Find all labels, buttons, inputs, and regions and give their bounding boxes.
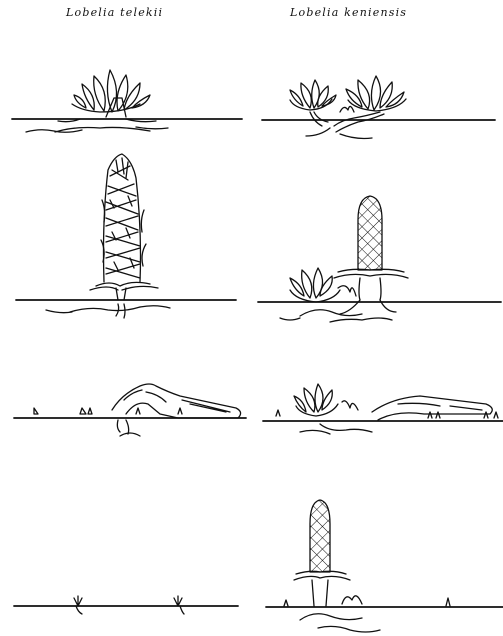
rosette-keniensis-r1-right	[346, 76, 406, 111]
side-rosette-keniensis-r2	[290, 268, 356, 302]
roots-r4-right	[300, 614, 380, 632]
collapsed-stalk-telekii-r3	[112, 384, 241, 436]
rosette-telekii-r1	[55, 70, 156, 132]
rosette-keniensis-r3	[294, 384, 358, 416]
roots-r2-left	[46, 306, 170, 313]
seedlings-r4-left	[74, 596, 184, 614]
roots-r1	[26, 127, 372, 139]
roots-r3-right	[300, 424, 372, 434]
roots-r2-right	[280, 310, 392, 322]
rosette-keniensis-r1-left	[290, 80, 336, 110]
ground-lines	[12, 119, 503, 607]
inflorescence-telekii-r2	[90, 154, 158, 318]
collapsed-stalk-keniensis-r3	[276, 396, 498, 420]
inflorescence-keniensis-r4	[284, 500, 450, 606]
inflorescence-keniensis-r2	[334, 196, 408, 314]
